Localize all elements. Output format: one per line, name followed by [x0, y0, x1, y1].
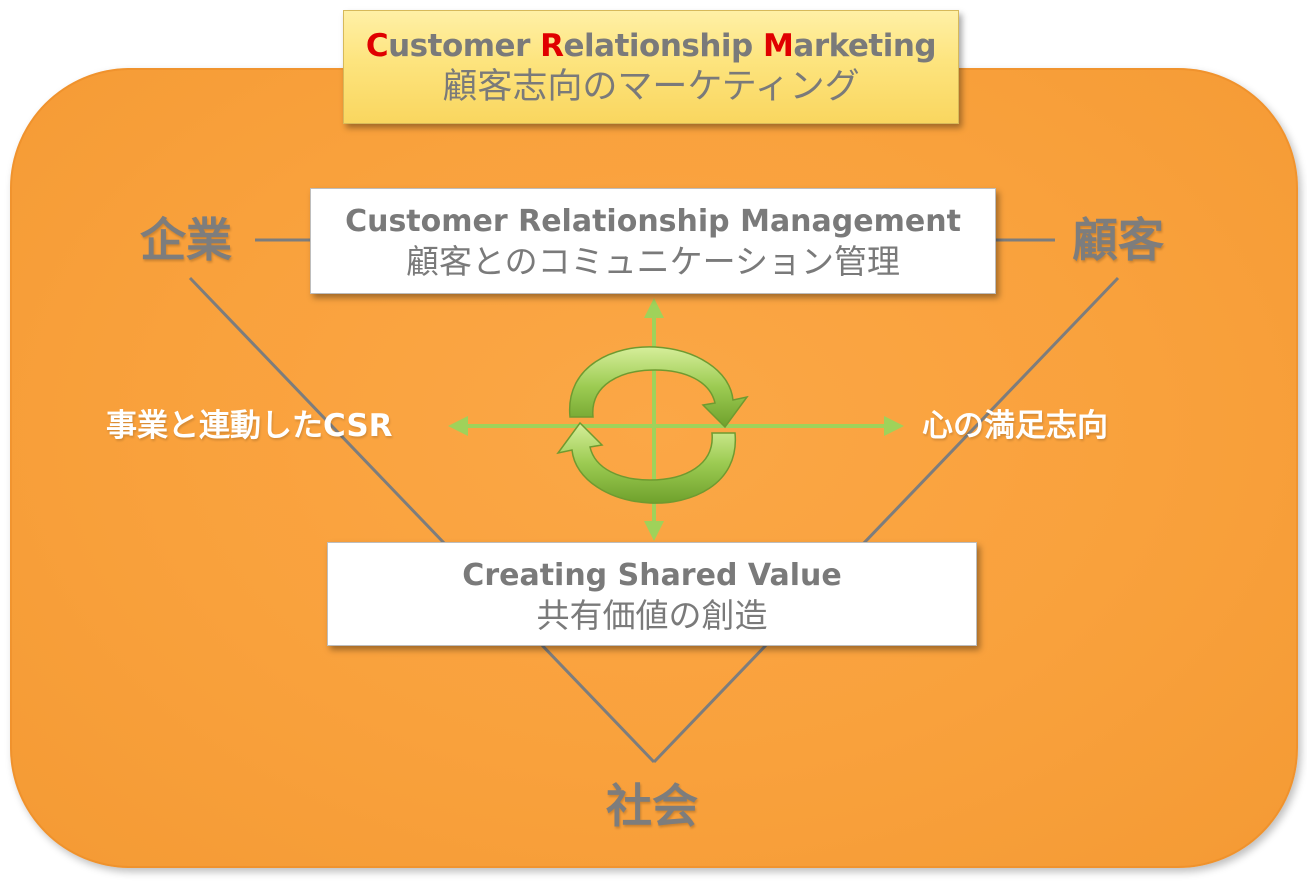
shared-value-japanese: 共有価値の創造 — [536, 596, 768, 635]
title-japanese: 顧客志向のマーケティング — [442, 67, 860, 107]
title-initial-letter: C — [365, 28, 389, 64]
title-word-segment: elationship — [563, 28, 764, 64]
node-customer: 顧客 — [1072, 213, 1164, 267]
refresh-cycle-icon — [556, 346, 749, 504]
node-society: 社会 — [606, 779, 698, 833]
title-initial-letter: M — [763, 28, 794, 64]
crm-management-japanese: 顧客とのコミュニケーション管理 — [405, 242, 900, 281]
crm-management-box: Customer Relationship Management 顧客とのコミュ… — [310, 188, 996, 294]
axis-label-satisfaction: 心の満足志向 — [922, 408, 1108, 444]
crm-management-english: Customer Relationship Management — [345, 204, 961, 239]
line-customer-to-society — [652, 276, 1120, 764]
axis-label-csr: 事業と連動したCSR — [106, 408, 393, 444]
shared-value-box: Creating Shared Value 共有価値の創造 — [327, 542, 977, 646]
title-box: Customer Relationship Marketing 顧客志向のマーケ… — [343, 10, 959, 124]
title-word-segment: arketing — [793, 28, 937, 64]
line-company-to-society — [188, 276, 656, 764]
shared-value-english: Creating Shared Value — [462, 558, 842, 593]
node-company: 企業 — [140, 213, 232, 267]
title-word-segment: ustomer — [388, 28, 541, 64]
title-english: Customer Relationship Marketing — [344, 27, 958, 65]
title-initial-letter: R — [540, 28, 564, 64]
